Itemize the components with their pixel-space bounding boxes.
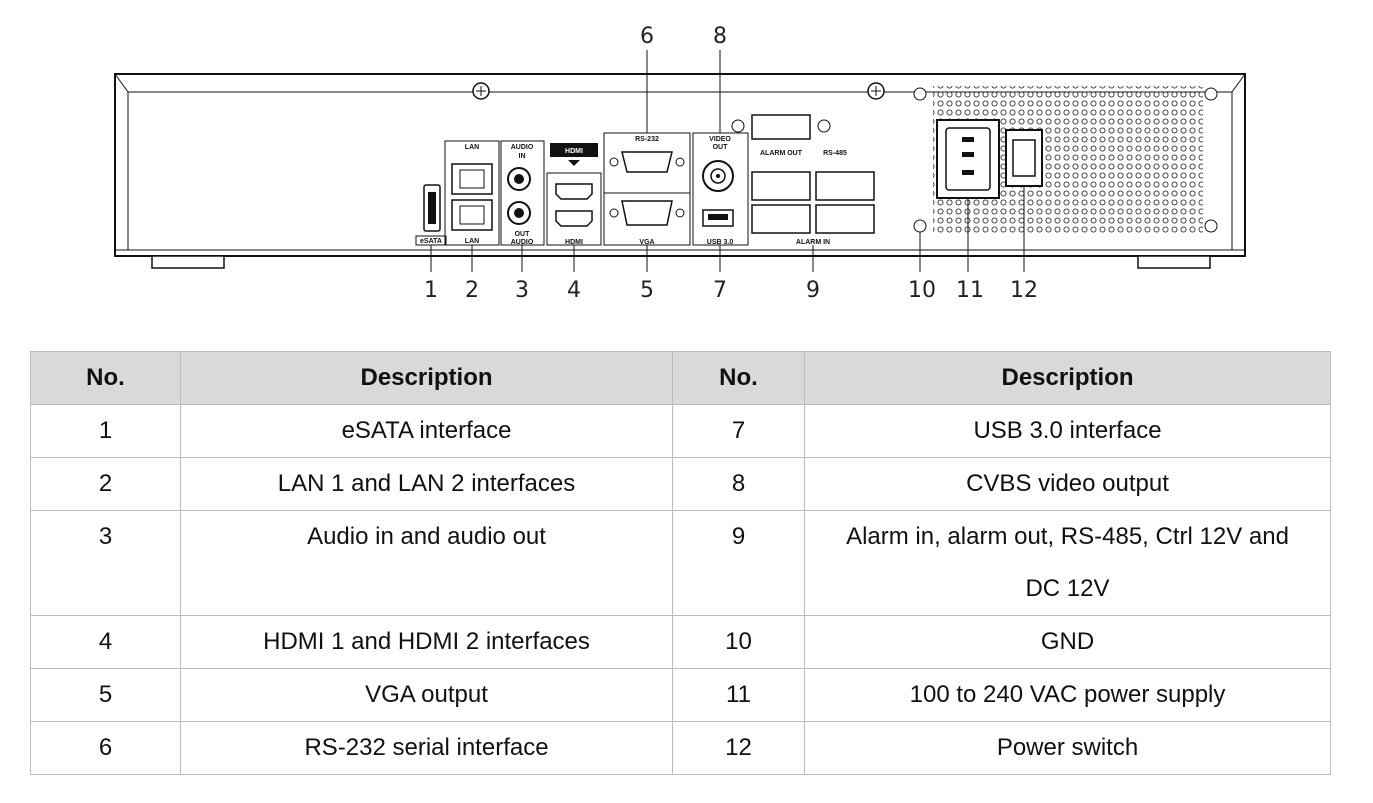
cell-description: USB 3.0 interface [804,404,1331,458]
cell-no: 5 [30,668,181,722]
cell-no: 7 [672,404,805,458]
cell-no: 10 [672,615,805,669]
cell-description: VGA output [180,668,673,722]
table-header-row: No. Description No. Description [30,351,1331,405]
lan-bottom-label: LAN [465,238,479,245]
callout-11: 11 [956,278,984,303]
cell-no: 4 [30,615,181,669]
cell-no: 11 [672,668,805,722]
alarm-out-label: ALARM OUT [760,150,803,157]
callout-7: 7 [713,278,727,303]
description-table: No. Description No. Description 1 eSATA … [30,351,1331,775]
header-description-right: Description [804,351,1331,405]
callout-5: 5 [640,278,654,303]
lan-ports: LAN LAN [444,140,500,246]
cell-description: HDMI 1 and HDMI 2 interfaces [180,615,673,669]
cell-description: Power switch [804,721,1331,775]
rear-panel-diagram: eSATA LAN LAN AUDIO IN OUT AUDIO HDMI HD… [0,0,1373,340]
alarm-terminals: ALARM OUT RS-485 ALARM IN [751,114,875,246]
esata-port-label: eSATA [420,238,442,245]
table-row: 4 HDMI 1 and HDMI 2 interfaces 10 GND [30,615,1331,669]
video-port-label: VIDEO [709,136,731,143]
table-row: 6 RS-232 serial interface 12 Power switc… [30,721,1331,775]
hdmi-ports: HDMI HDMI [546,143,602,246]
hdmi-bottom-label: HDMI [565,239,583,246]
gnd-screw [913,219,927,233]
header-description-left: Description [180,351,673,405]
audio-out-label: OUT [515,231,531,238]
callout-1: 1 [424,278,438,303]
rs232-port-label: RS-232 [635,136,659,143]
rs232-vga-ports: RS-232 VGA [603,132,691,246]
callout-10: 10 [908,278,936,303]
table-row: 5 VGA output 11 100 to 240 VAC power sup… [30,668,1331,722]
usb-port-label: USB 3.0 [707,239,734,246]
leader-lines [430,50,1025,272]
callout-12: 12 [1010,278,1038,303]
audio-in-label: IN [519,153,526,160]
cell-no: 6 [30,721,181,775]
cell-description: eSATA interface [180,404,673,458]
cell-description: GND [804,615,1331,669]
alarm-in-label: ALARM IN [796,239,830,246]
cell-no: 12 [672,721,805,775]
cell-description: Alarm in, alarm out, RS-485, Ctrl 12V an… [804,510,1331,616]
callout-9: 9 [806,278,820,303]
cell-no: 3 [30,510,181,616]
cell-no: 1 [30,404,181,458]
cell-description: Audio in and audio out [180,510,673,616]
callout-4: 4 [567,278,581,303]
cell-description: 100 to 240 VAC power supply [804,668,1331,722]
cell-description: RS-232 serial interface [180,721,673,775]
callout-2: 2 [465,278,479,303]
cell-no: 8 [672,457,805,511]
hdmi-top-label: HDMI [565,148,583,155]
cell-description: LAN 1 and LAN 2 interfaces [180,457,673,511]
table-row: 2 LAN 1 and LAN 2 interfaces 8 CVBS vide… [30,457,1331,511]
cell-description: CVBS video output [804,457,1331,511]
rs485-label: RS-485 [823,150,847,157]
audio-top-label: AUDIO [511,144,534,151]
lan-top-label: LAN [465,144,479,151]
table-row: 3 Audio in and audio out 9 Alarm in, ala… [30,510,1331,616]
table-row: 1 eSATA interface 7 USB 3.0 interface [30,404,1331,458]
video-out-label: OUT [713,144,729,151]
callout-8: 8 [713,24,727,49]
cell-no: 9 [672,510,805,616]
header-no-left: No. [30,351,181,405]
callout-3: 3 [515,278,529,303]
audio-bottom-label: AUDIO [511,239,534,246]
header-no-right: No. [672,351,805,405]
rear-panel-svg: eSATA LAN LAN AUDIO IN OUT AUDIO HDMI HD… [114,24,1246,303]
cell-no: 2 [30,457,181,511]
callout-6: 6 [640,24,654,49]
power-section [913,86,1218,234]
vga-port-label: VGA [639,239,654,246]
esata-port: eSATA [415,184,447,246]
